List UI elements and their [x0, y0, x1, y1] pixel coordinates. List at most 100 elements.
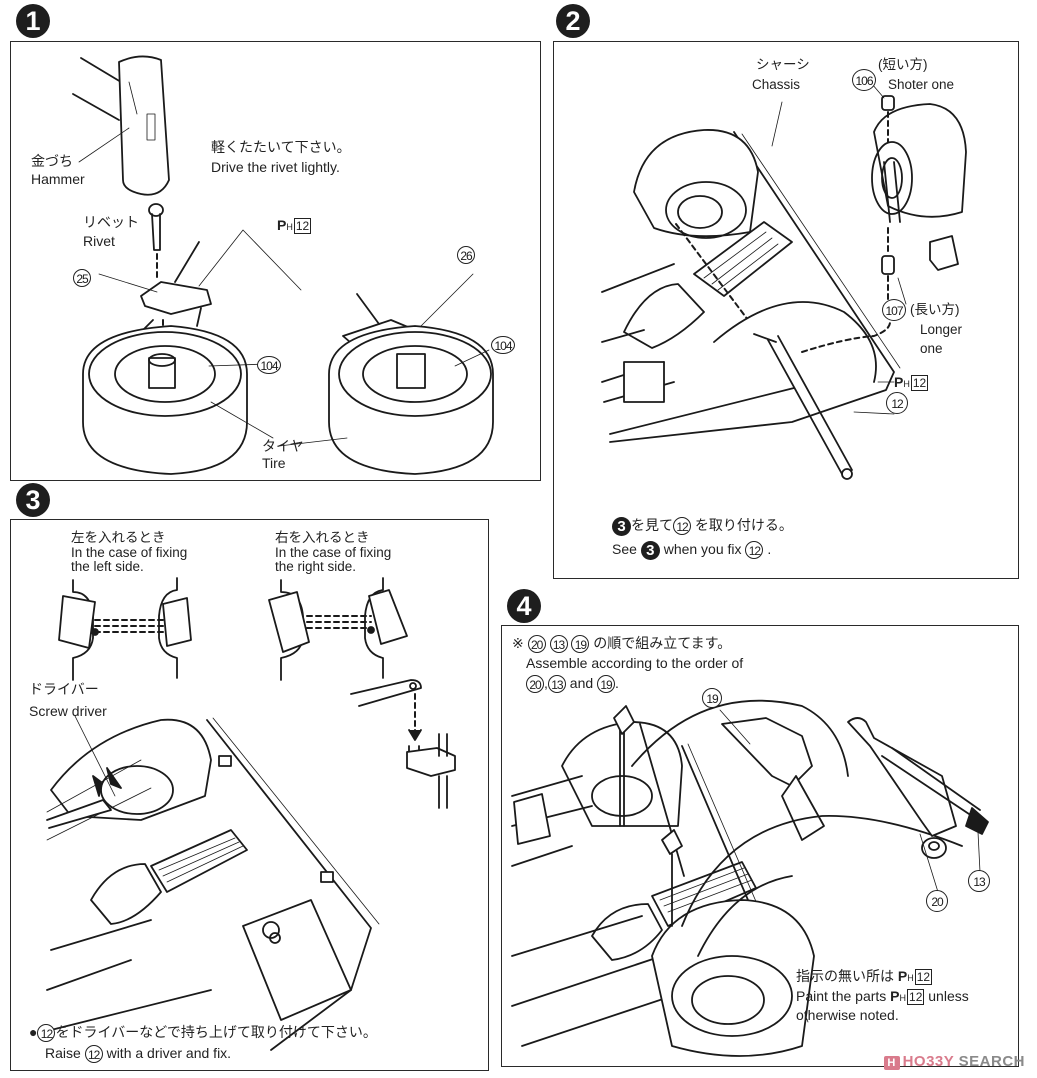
longer-label-jp: (長い方) [910, 302, 960, 317]
left-tire-illustration [82, 325, 274, 475]
part-19-callout: 19 [702, 688, 722, 708]
note-en-start: Raise [45, 1045, 81, 1061]
part-20-callout: 20 [926, 890, 948, 912]
right-side-label-en-1: In the case of fixing [275, 545, 392, 560]
part-104-right-callout: 104 [491, 336, 515, 354]
tire-label-en: Tire [262, 455, 286, 471]
shorter-label-en: Shoter one [888, 77, 955, 92]
note-en-and: and [569, 675, 594, 691]
right-side-label-jp: 右を入れるとき [275, 530, 370, 545]
note-en-start: See [612, 541, 637, 557]
watermark-brand-b: SEARCH [953, 1053, 1025, 1070]
paint-code-box: 12 [914, 969, 933, 986]
step-2-badge: 2 [556, 4, 590, 38]
paint-code-box: 12 [293, 218, 312, 235]
step-1-instruction-en: Drive the rivet lightly. [211, 159, 340, 175]
chassis-illustration [46, 715, 380, 1051]
part-13-order-en: 13 [547, 675, 566, 694]
step-2-panel: シャーシ Chassis (短い方) Shoter one 106 107 (長… [553, 41, 1019, 579]
step-2-illustration [601, 83, 967, 480]
part-104-left-callout: 104 [257, 356, 281, 374]
step-4-note-jp: ※ 20 13 19 の順で組み立てます。 [512, 634, 732, 654]
bullet: ● [29, 1024, 38, 1040]
part-19-order: 19 [571, 635, 590, 654]
left-side-label-en-1: In the case of fixing [71, 545, 188, 560]
step-2-note-en: See 3 when you fix 12 . [612, 540, 771, 560]
part-12-ref-en: 12 [84, 1045, 103, 1064]
step-1-panel: 金づち Hammer 軽くたたいて下さい。 Drive the rivet li… [10, 41, 541, 481]
part-26-callout: 26 [457, 246, 475, 264]
paint-note-en-end: unless [928, 988, 969, 1004]
hammer-label-jp: 金づち [31, 153, 73, 169]
step-3-illustration [46, 577, 456, 1051]
paint-prefix: P [894, 374, 904, 391]
right-side-diagram [268, 577, 408, 681]
left-side-label-jp: 左を入れるとき [71, 530, 166, 545]
paint-prefix: P [897, 968, 908, 985]
part-20-order-en: 20 [526, 675, 544, 694]
shorter-label-jp: (短い方) [878, 57, 928, 72]
right-tire-illustration [278, 325, 494, 475]
right-side-label-en-2: the right side. [275, 559, 357, 574]
paint-code-box-en: 12 [907, 989, 925, 1006]
step-4-illustration [511, 699, 989, 1057]
step-4-note-en-1: Assemble according to the order of [526, 655, 744, 671]
note-jp-end: の順で組み立てます。 [593, 635, 732, 651]
driver-label-jp: ドライバー [29, 681, 99, 697]
note-en-end: . [615, 675, 619, 691]
watermark-brand-a: HO33Y [902, 1053, 954, 1070]
chassis-label-en: Chassis [752, 77, 801, 92]
paint-note-en-start: Paint the parts [796, 988, 887, 1004]
step-4-badge: 4 [507, 589, 541, 623]
note-en-end: . [767, 541, 772, 557]
paint-note-jp-text: 指示の無い所は [796, 968, 894, 984]
paint-sub-en: H [899, 993, 907, 1004]
rivet-illustration [148, 203, 164, 279]
watermark-logo-icon: H [883, 1056, 900, 1070]
part-13-callout: 13 [968, 870, 990, 892]
tire-label-jp: タイヤ [262, 438, 304, 454]
step-1-illustration [72, 55, 494, 475]
paint-sub: H [286, 222, 293, 233]
part-106-callout: 106 [852, 69, 876, 91]
hammer-illustration [72, 55, 170, 196]
arm-and-upright [350, 679, 456, 809]
paint-prefix-en: P [890, 988, 900, 1005]
step-1-badge: 1 [16, 4, 50, 38]
part-25-callout: 25 [73, 269, 91, 287]
step-1-instruction-jp: 軽くたたいて下さい。 [211, 139, 351, 155]
part-107-callout: 107 [882, 299, 906, 321]
step-3-note-en: Raise 12 with a driver and fix. [45, 1044, 232, 1064]
part-12-ref: 12 [37, 1024, 56, 1043]
paint-sub: H [903, 379, 910, 390]
hammer-label-en: Hammer [31, 171, 85, 187]
note-jp-end: を取り付ける。 [694, 517, 793, 533]
part-20-order: 20 [527, 635, 546, 654]
note-en-middle: when you fix [663, 541, 742, 557]
part-12-ref-en: 12 [745, 541, 764, 560]
part-12-ref: 12 [673, 517, 691, 536]
step-3-badge: 3 [16, 483, 50, 517]
note-jp: をドライバーなどで持ち上げて取り付けて下さい。 [55, 1024, 377, 1040]
step-4-panel: ※ 20 13 19 の順で組み立てます。 Assemble according… [501, 625, 1019, 1067]
longer-label-en-2: one [920, 341, 943, 356]
note-mark: ※ [512, 635, 524, 651]
longer-label-en-1: Longer [920, 322, 963, 337]
paint-note-en-2: otherwise noted. [796, 1007, 899, 1023]
paint-code-box: 12 [910, 375, 929, 392]
step-3-panel: 左を入れるとき In the case of fixing the left s… [10, 519, 489, 1071]
rivet-label-en: Rivet [83, 233, 115, 249]
chassis-label-jp: シャーシ [756, 57, 810, 72]
note-en-end: with a driver and fix. [106, 1045, 232, 1061]
part-19-order-en: 19 [597, 675, 616, 694]
rivet-label-jp: リベット [83, 214, 139, 230]
part-13-order: 13 [549, 635, 568, 654]
step-4-note-en-2: 20,13 and 19. [526, 674, 619, 694]
part-12-callout: 12 [886, 392, 908, 414]
